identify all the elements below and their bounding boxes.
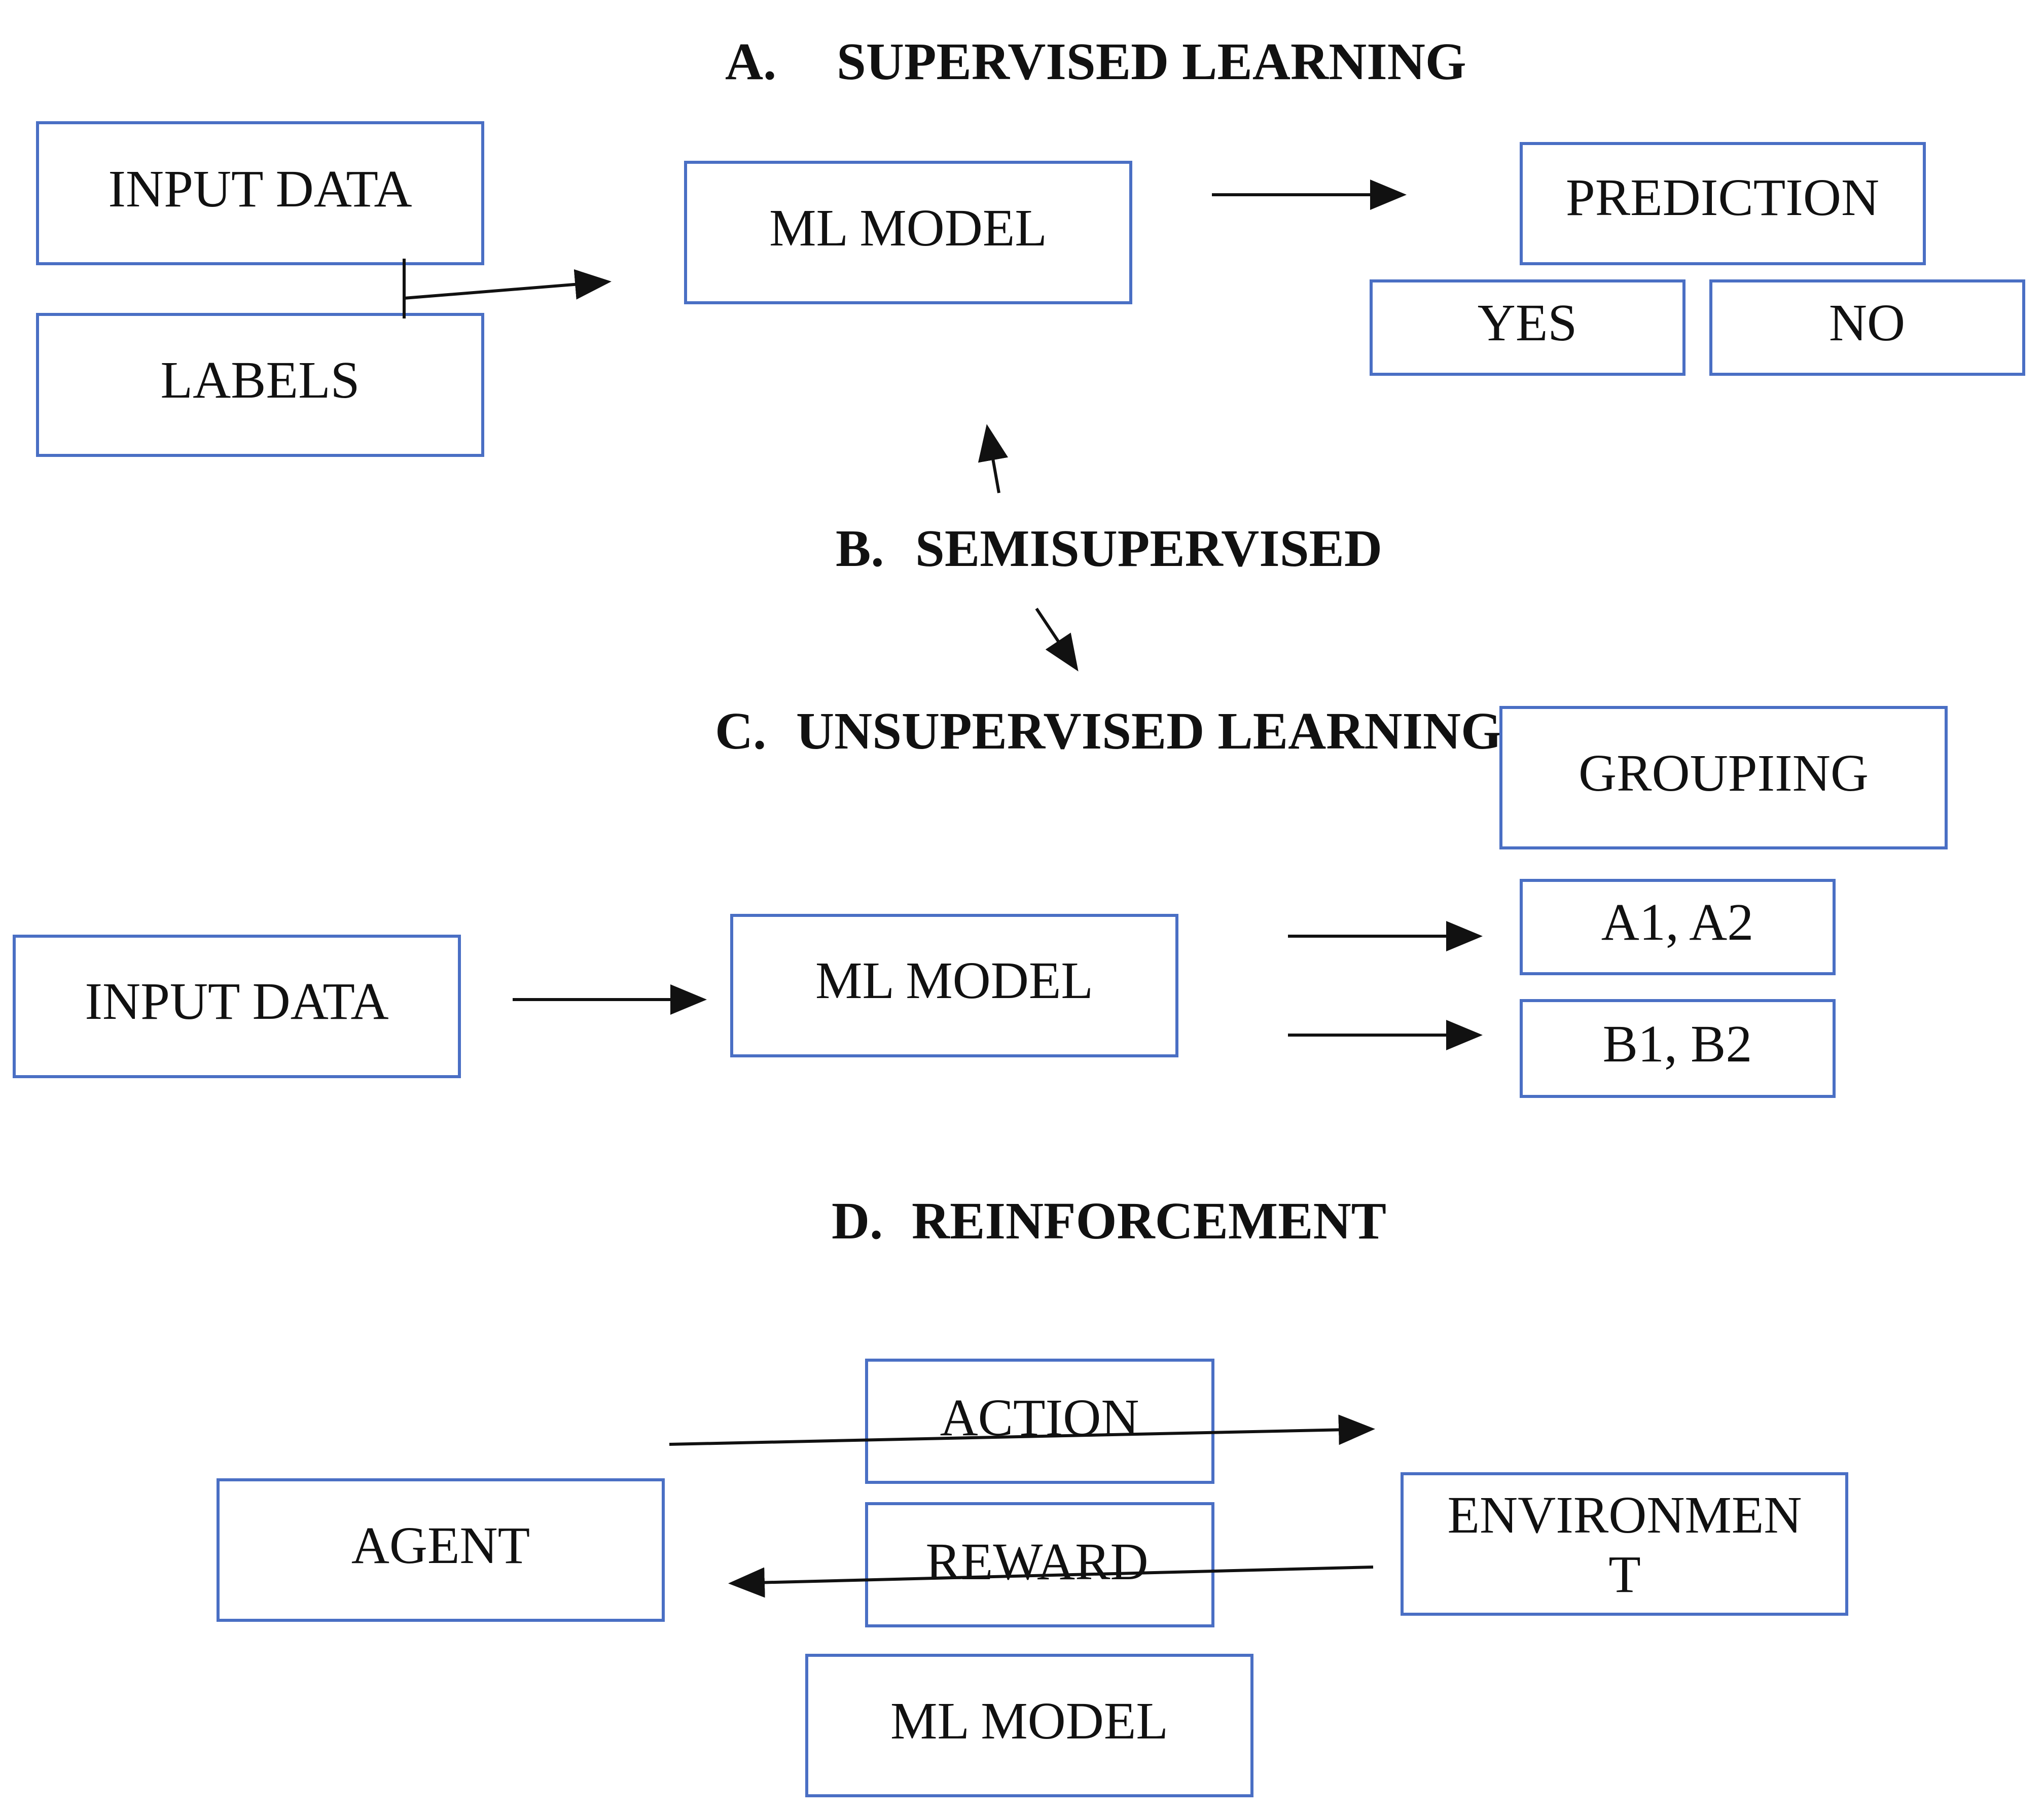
no-box — [1709, 279, 2025, 376]
action-box — [865, 1359, 1214, 1484]
supervised-model-box — [684, 161, 1132, 304]
prediction-box — [1520, 142, 1926, 265]
reinforcement-model-label: ML MODEL — [890, 1692, 1168, 1750]
supervised-input-data-box — [36, 121, 484, 265]
semisupervised-title: SEMISUPERVISED — [915, 519, 1382, 578]
semisupervised-down-arrow — [1035, 608, 1079, 671]
group-b-box — [1520, 999, 1836, 1098]
supervised-input-data-label: INPUT DATA — [108, 160, 412, 218]
supervised-title: SUPERVISED LEARNING — [837, 32, 1466, 91]
unsupervised-model-box — [730, 914, 1178, 1057]
action-arrow — [669, 1414, 1375, 1446]
grouping-label: GROUPIING — [1579, 744, 1869, 802]
group-b-label: B1, B2 — [1603, 1015, 1752, 1073]
environment-label-line1: ENVIRONMEN — [1447, 1486, 1802, 1544]
prediction-label: PREDICTION — [1566, 168, 1879, 227]
semisupervised-up-arrow — [978, 424, 1009, 493]
yes-box — [1370, 279, 1686, 376]
supervised-letter: A. — [725, 32, 776, 91]
group-a-label: A1, A2 — [1601, 893, 1753, 951]
unsupervised-input-data-label: INPUT DATA — [85, 972, 388, 1031]
yes-label: YES — [1478, 294, 1577, 352]
supervised-labels-box — [36, 313, 484, 457]
no-label: NO — [1829, 294, 1905, 352]
supervised-labels-label: LABELS — [161, 351, 360, 409]
supervised-input-arrow — [404, 269, 612, 300]
unsupervised-letter: C. — [715, 702, 766, 760]
agent-box — [217, 1478, 665, 1622]
grouping-box — [1499, 706, 1948, 849]
reward-label: REWARD — [925, 1533, 1148, 1591]
reward-box — [865, 1502, 1214, 1627]
unsupervised-model-label: ML MODEL — [815, 951, 1093, 1010]
group-a-box — [1520, 879, 1836, 975]
environment-label-line2: T — [1608, 1545, 1641, 1604]
semisupervised-letter: B. — [836, 519, 884, 578]
reinforcement-model-box — [805, 1654, 1253, 1797]
reward-arrow — [728, 1566, 1374, 1598]
supervised-model-label: ML MODEL — [769, 199, 1047, 257]
reinforcement-title: REINFORCEMENT — [912, 1192, 1386, 1250]
agent-label: AGENT — [351, 1516, 530, 1575]
reinforcement-letter: D. — [832, 1192, 883, 1250]
unsupervised-input-data-box — [13, 935, 461, 1078]
unsupervised-title: UNSUPERVISED LEARNING — [796, 702, 1502, 760]
environment-box — [1401, 1472, 1848, 1616]
